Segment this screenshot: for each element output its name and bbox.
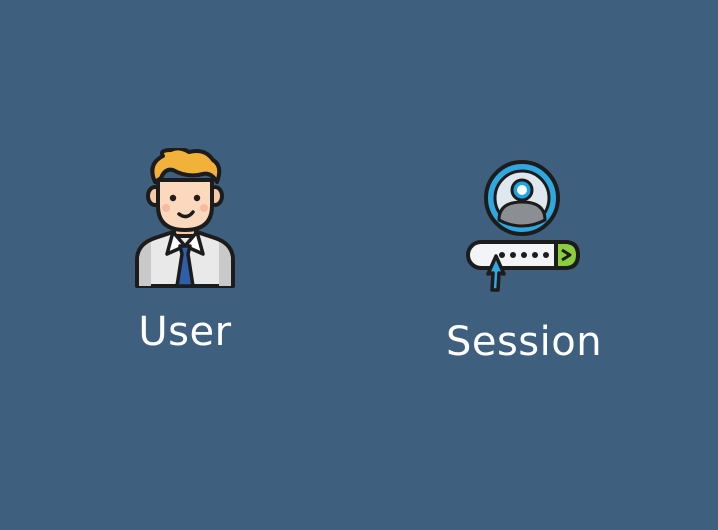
session-concept: Session — [434, 158, 614, 362]
user-label: User — [138, 309, 232, 355]
businessman-icon — [133, 148, 237, 288]
session-label: Session — [445, 319, 603, 365]
login-session-icon — [464, 158, 584, 298]
user-concept: User — [114, 148, 256, 352]
